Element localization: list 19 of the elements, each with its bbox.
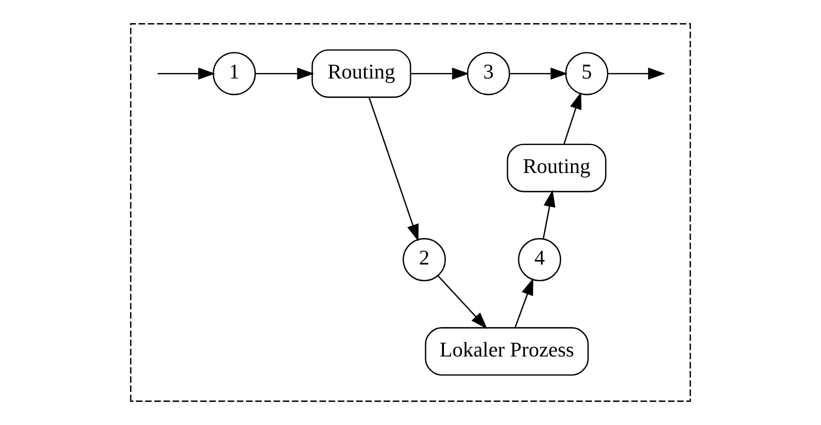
node-circle: 4 xyxy=(518,238,562,282)
node-box: Routing xyxy=(312,49,412,98)
arrow xyxy=(256,68,314,80)
arrow xyxy=(563,92,582,144)
arrow xyxy=(437,275,488,330)
arrow xyxy=(510,68,568,80)
node-circle: 2 xyxy=(402,238,446,282)
arrow xyxy=(368,97,419,242)
node-circle: 5 xyxy=(565,52,608,96)
node-circle: 3 xyxy=(466,52,510,96)
node-box: Routing xyxy=(506,144,606,192)
node-circle: 1 xyxy=(212,52,256,96)
arrow xyxy=(158,68,216,80)
arrow xyxy=(542,190,556,239)
node-box: Lokaler Prozess xyxy=(424,327,589,376)
cluster xyxy=(130,23,691,402)
arrow xyxy=(608,68,666,80)
arrow xyxy=(410,68,470,80)
arrow xyxy=(514,278,534,328)
